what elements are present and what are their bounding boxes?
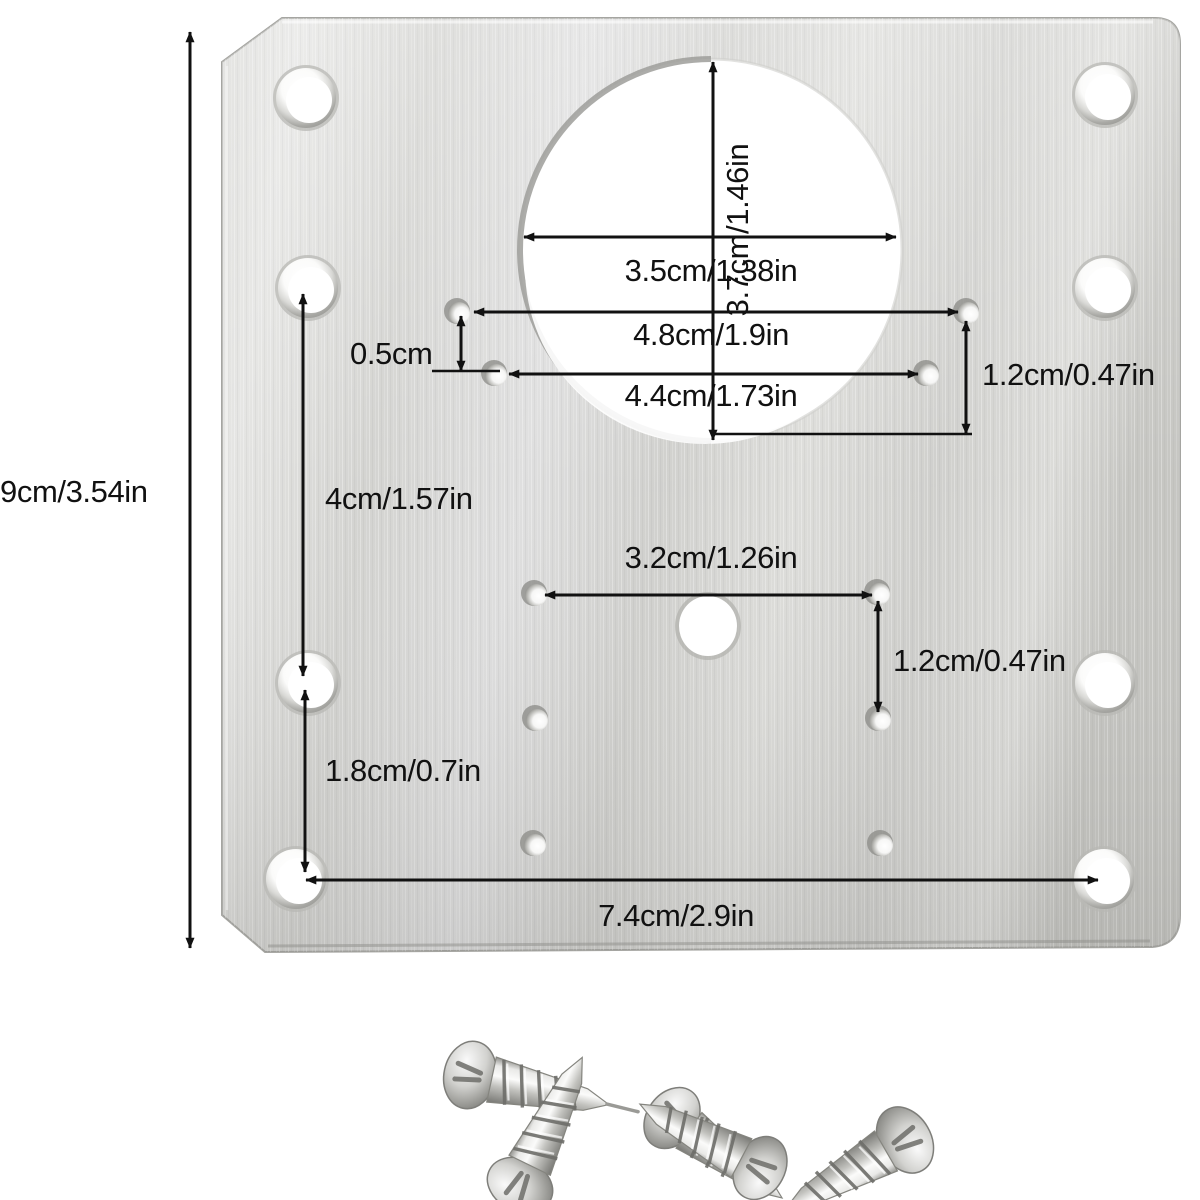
countersunk-holes-group — [263, 62, 1138, 912]
hole-lower-left — [275, 650, 341, 716]
pilot-upper-right-a — [953, 298, 979, 324]
label-lower-span: 3.2cm/1.26in — [625, 540, 798, 575]
label-overall-width: 7.4cm/2.9in — [598, 898, 754, 933]
hole-top-right — [1072, 62, 1138, 128]
label-big-hole-top-offset: 3.7cm/1.46in — [720, 144, 755, 317]
label-span-wide: 4.8cm/1.9in — [633, 317, 789, 352]
hole-mid-right — [1072, 255, 1138, 321]
label-left-column-gap: 4cm/1.57in — [325, 481, 473, 516]
repair-plate-body — [221, 17, 1181, 954]
hole-bottom-right — [1071, 846, 1137, 912]
screw-5 — [784, 1106, 935, 1200]
label-span-narrow: 4.4cm/1.73in — [625, 378, 798, 413]
dimension-labels-group: 9cm/3.54in 3.7cm/1.46in 3.5cm/1.38in 4.8… — [0, 144, 1155, 933]
label-bottom-left-gap: 1.8cm/0.7in — [325, 753, 481, 788]
hole-bottom-left — [263, 846, 329, 912]
hole-center-oval — [675, 592, 741, 660]
pilot-mid-right-b — [865, 705, 891, 731]
label-overall-height: 9cm/3.54in — [0, 474, 148, 509]
pilot-upper-left-b — [481, 360, 507, 386]
pilot-bottom-left — [520, 830, 546, 856]
hole-lower-right — [1072, 650, 1138, 716]
pilot-mid-left-a — [521, 580, 547, 606]
label-lower-right-gap: 1.2cm/0.47in — [893, 643, 1066, 678]
pilot-holes-group — [444, 298, 979, 856]
label-big-hole-diameter: 3.5cm/1.38in — [625, 253, 798, 288]
pilot-mid-left-b — [522, 705, 548, 731]
screw-1 — [442, 1040, 640, 1114]
hole-top-left — [273, 65, 339, 131]
pilot-upper-right-b — [913, 360, 939, 386]
label-upper-right-gap: 1.2cm/0.47in — [982, 357, 1155, 392]
dimension-lines-group — [185, 31, 1099, 949]
label-small-gap: 0.5cm — [350, 336, 432, 371]
screw-2 — [486, 1056, 583, 1200]
pilot-bottom-right — [867, 830, 893, 856]
screw-4 — [638, 1103, 788, 1200]
